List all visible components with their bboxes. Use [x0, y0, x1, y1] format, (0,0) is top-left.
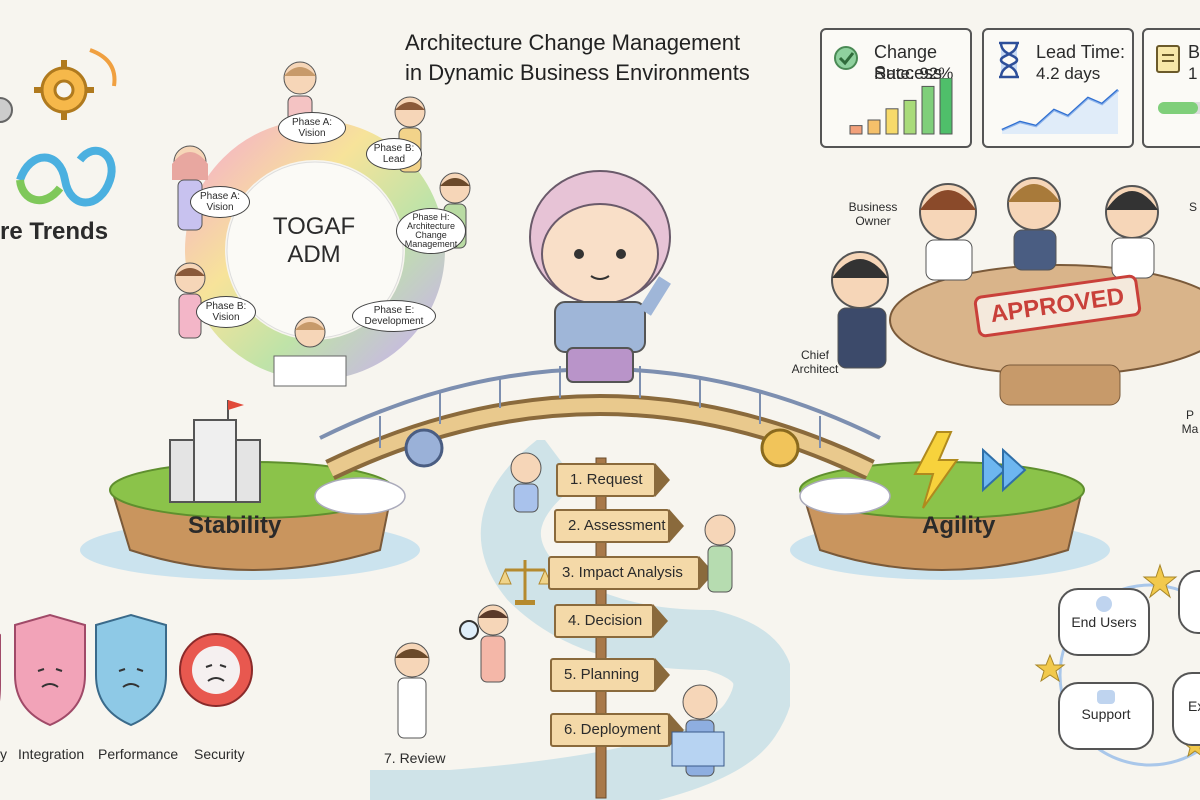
stakeholder-label: Ex [1188, 698, 1200, 714]
risk-label: y [0, 746, 7, 762]
person-figure [174, 262, 206, 339]
step-sign-4: 4. Decision [554, 604, 668, 638]
person-figure [704, 514, 736, 593]
person-figure [273, 316, 347, 387]
title-line-1: Architecture Change Management [405, 30, 741, 55]
kpi-progress-fill [1158, 102, 1198, 114]
island-label-stability: Stability [188, 512, 282, 539]
phase-bubble: Phase A: Vision [278, 112, 346, 144]
step-sign-1: 1. Request [556, 463, 670, 497]
step-sign-6: 6. Deployment [550, 713, 684, 747]
shield-icon [95, 613, 167, 727]
person-figure [1105, 185, 1159, 279]
phase-bubble: Phase E: Development [352, 300, 436, 332]
adm-center-line-1: TOGAF [272, 213, 356, 240]
person-figure [919, 183, 977, 281]
risk-label: Security [194, 746, 245, 762]
phase-bubble: Phase H: Architecture Change Management [396, 208, 466, 254]
kpi-bar-chart [849, 78, 953, 135]
title-line-2: in Dynamic Business Environments [405, 60, 750, 85]
label-partial-s: S [1188, 200, 1197, 214]
kpi-value: Rate: 92% [874, 64, 954, 83]
kpi-label: Change Success [874, 42, 943, 83]
infinity-loop-icon [16, 146, 116, 207]
clipboard-icon [1156, 45, 1180, 73]
kpi-card-lead-time: Lead Time: 4.2 days [982, 28, 1134, 148]
stakeholder-bubble: Support [1058, 682, 1154, 750]
phase-text: Phase B: Vision [205, 301, 247, 323]
meeting-scene [831, 177, 1200, 406]
phase-text: Phase E: Development [364, 305, 424, 327]
gear-icon [404, 428, 444, 468]
stakeholder-bubble: Ex [1172, 672, 1200, 746]
person-figure [459, 604, 509, 683]
phase-text: Phase H: Architecture Change Management [404, 212, 458, 249]
stakeholder-label: End Users [1071, 614, 1137, 630]
person-figure [394, 642, 430, 739]
step-sign-5: 5. Planning [550, 658, 670, 692]
kpi-label: Lead Time: [1036, 42, 1126, 62]
phase-bubble: Phase B: Vision [196, 296, 256, 328]
kpi-bar [921, 85, 935, 135]
phase-text: Phase A: Vision [291, 117, 333, 139]
stakeholder-bubble: End Users [1058, 588, 1150, 656]
kpi-bar [939, 78, 953, 135]
person-figure [510, 452, 542, 513]
kpi-bar [885, 108, 899, 135]
trends-icons [0, 48, 117, 207]
building-icon [169, 400, 261, 503]
kpi-bar [867, 119, 881, 135]
user-icon [1096, 596, 1112, 612]
risk-label: Integration [18, 746, 85, 762]
person-figure [671, 684, 725, 777]
shield-icon [14, 613, 86, 727]
person-figure [1007, 177, 1061, 271]
gear-icon [34, 60, 94, 120]
chat-icon [1097, 690, 1115, 704]
adm-center-label: TOGAF ADM [268, 213, 360, 269]
label-chief-architect: Chief Architect [791, 348, 839, 376]
hourglass-icon [999, 41, 1019, 79]
person-figure [831, 251, 889, 369]
step-review-label: 7. Review [384, 750, 446, 766]
check-icon [834, 46, 858, 70]
kpi-card-partial: B 1 [1142, 28, 1200, 148]
phase-text: Phase B: Lead [373, 143, 415, 165]
phase-bubble: Phase A: Vision [190, 186, 250, 218]
phase-bubble: Phase B: Lead [366, 138, 422, 170]
step-sign-2: 2. Assessment [554, 509, 684, 543]
phase-text: Phase A: Vision [199, 191, 241, 213]
fast-forward-icon [982, 447, 1027, 493]
island-label-agility: Agility [922, 512, 996, 539]
kpi-line-chart [1001, 89, 1119, 134]
refresh-arrow-icon [89, 48, 117, 87]
kpi-label: B [1188, 42, 1200, 62]
main-character [529, 170, 671, 383]
stakeholder-bubble-partial [1178, 570, 1200, 634]
risk-shields [0, 613, 253, 727]
stakeholder-label: Support [1081, 706, 1131, 722]
kpi-value: 1 [1188, 64, 1198, 83]
step-sign-3: 3. Impact Analysis [548, 556, 714, 590]
magnifier-icon [459, 620, 479, 640]
label-partial-p: P Ma [1181, 408, 1199, 436]
kpi-value: 4.2 days [1036, 64, 1101, 83]
adm-center-line-2: ADM [287, 241, 341, 268]
kpi-card-change-success: Change Success Rate: 92% [820, 28, 972, 148]
risk-label: Performance [98, 746, 179, 762]
kpi-bar [903, 99, 917, 135]
diagram-title: Architecture Change Management in Dynami… [405, 28, 750, 88]
label-business-owner: Business Owner [848, 200, 898, 228]
kpi-bar [849, 125, 863, 135]
trends-label: re Trends [0, 218, 109, 245]
gear-icon [760, 428, 800, 468]
kpi-progress-track [1158, 102, 1200, 114]
lightning-icon [913, 431, 1027, 509]
